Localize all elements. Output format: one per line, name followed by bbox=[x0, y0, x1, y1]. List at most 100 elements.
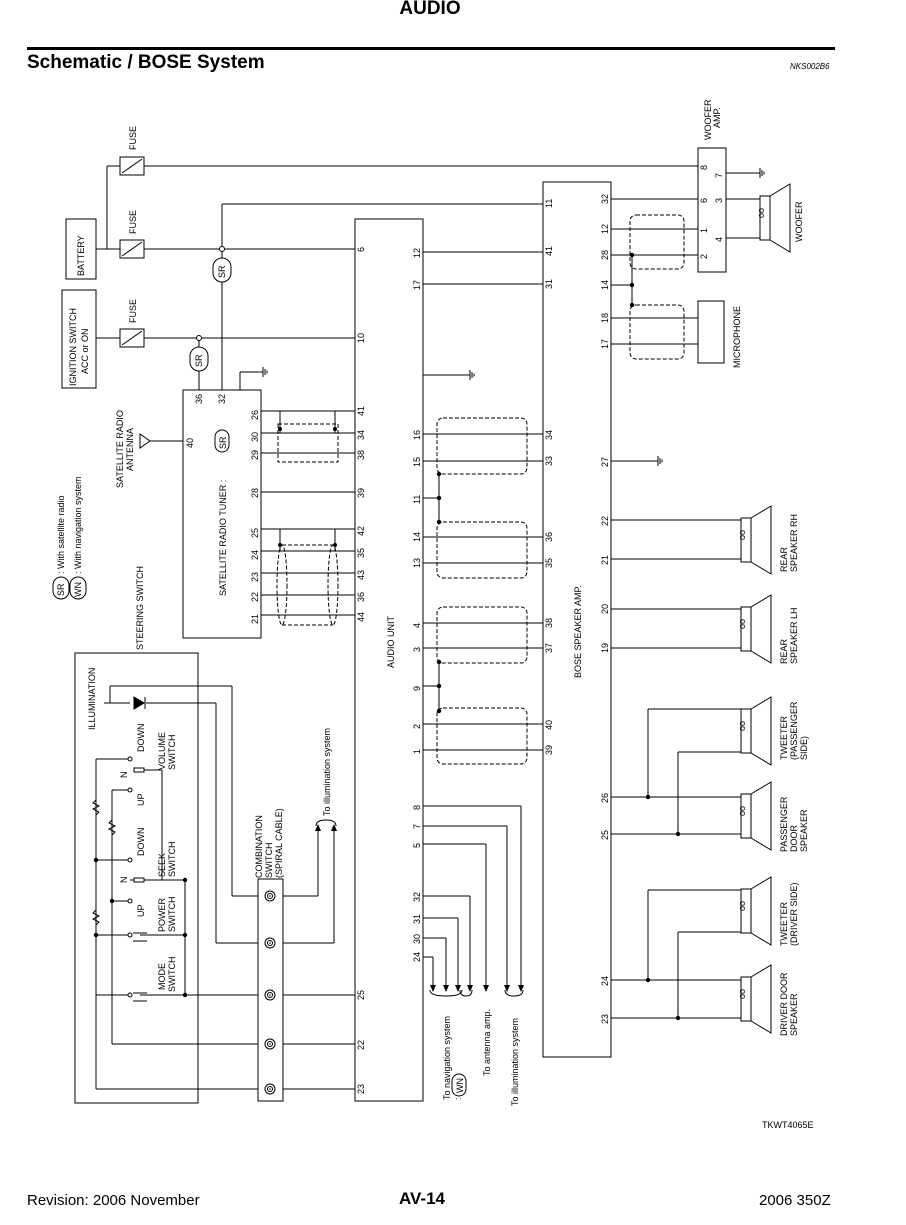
microphone-label: MICROPHONE bbox=[732, 306, 742, 368]
figure-code: TKWT4065E bbox=[762, 1120, 814, 1130]
illumination-label: ILLUMINATION bbox=[87, 668, 97, 730]
legend-sr-text: : With satellite radio bbox=[56, 495, 66, 574]
tweeter-pass-label-2: (PASSENGER bbox=[789, 701, 799, 760]
svg-text:23: 23 bbox=[600, 1014, 610, 1024]
svg-text:13: 13 bbox=[412, 558, 422, 568]
svg-text:32: 32 bbox=[217, 394, 227, 404]
svg-text:43: 43 bbox=[356, 570, 366, 580]
svg-text:16: 16 bbox=[412, 430, 422, 440]
svg-text:31: 31 bbox=[544, 279, 554, 289]
svg-text:28: 28 bbox=[250, 488, 260, 498]
svg-text:34: 34 bbox=[356, 430, 366, 440]
bose-speaker-amp bbox=[542, 181, 612, 1058]
svg-text:30: 30 bbox=[250, 432, 260, 442]
svg-text:39: 39 bbox=[356, 488, 366, 498]
ignition-label-1: IGNITION SWITCH bbox=[68, 308, 78, 386]
svg-text:17: 17 bbox=[412, 280, 422, 290]
svg-text:14: 14 bbox=[600, 280, 610, 290]
svg-text:25: 25 bbox=[600, 830, 610, 840]
svg-text:23: 23 bbox=[250, 572, 260, 582]
svg-text:41: 41 bbox=[544, 246, 554, 256]
svg-text:39: 39 bbox=[544, 745, 554, 755]
svg-text:26: 26 bbox=[250, 410, 260, 420]
svg-text:36: 36 bbox=[544, 532, 554, 542]
rear-rh-label-1: REAR bbox=[779, 546, 789, 572]
pass-door-label-3: SPEAKER bbox=[799, 809, 809, 852]
steering-switch bbox=[74, 652, 199, 1104]
woofer-amp bbox=[697, 147, 727, 273]
combination-label-1: COMBINATION bbox=[254, 815, 264, 878]
rear-speaker-rh bbox=[736, 505, 772, 575]
svg-text:25: 25 bbox=[250, 528, 260, 538]
svg-text:30: 30 bbox=[412, 934, 422, 944]
svg-text:8: 8 bbox=[699, 165, 709, 170]
legend-sr-mark: SR bbox=[56, 583, 66, 596]
tweeter-passenger bbox=[736, 696, 772, 766]
to-illumination-label-2: To illumination system bbox=[510, 1018, 520, 1106]
battery-box bbox=[65, 218, 97, 280]
svg-text:37: 37 bbox=[544, 643, 554, 653]
volume-down-label: DOWN bbox=[136, 724, 146, 753]
svg-text:18: 18 bbox=[600, 313, 610, 323]
svg-text:19: 19 bbox=[600, 643, 610, 653]
svg-text:9: 9 bbox=[412, 686, 422, 691]
svg-text:44: 44 bbox=[356, 612, 366, 622]
svg-text:2: 2 bbox=[699, 254, 709, 259]
mode-label-1: MODE bbox=[157, 963, 167, 990]
svg-text:14: 14 bbox=[412, 532, 422, 542]
pass-door-label-1: PASSENGER bbox=[779, 796, 789, 852]
svg-text:22: 22 bbox=[356, 1040, 366, 1050]
combination-label-3: (SPIRAL CABLE) bbox=[274, 808, 284, 878]
sr-mark-tuner: SR bbox=[218, 436, 228, 449]
page-number: AV-14 bbox=[399, 1189, 445, 1208]
svg-text:6: 6 bbox=[356, 247, 366, 252]
combination-label-2: SWITCH bbox=[264, 843, 274, 879]
svg-text:15: 15 bbox=[412, 457, 422, 467]
svg-text:28: 28 bbox=[600, 250, 610, 260]
svg-text:24: 24 bbox=[250, 550, 260, 560]
tweeter-pass-label-1: TWEETER bbox=[779, 716, 789, 760]
battery-label: BATTERY bbox=[76, 235, 86, 276]
woofer-amp-label-1: WOOFER bbox=[703, 99, 713, 140]
power-label-1: POWER bbox=[157, 897, 167, 932]
tweeter-pass-label-3: SIDE) bbox=[799, 736, 809, 760]
svg-text:7: 7 bbox=[412, 824, 422, 829]
microphone bbox=[697, 300, 725, 364]
svg-text:24: 24 bbox=[412, 952, 422, 962]
to-navigation-colon: : bbox=[453, 1097, 463, 1100]
svg-text:11: 11 bbox=[412, 495, 422, 504]
woofer-speaker bbox=[755, 183, 791, 253]
tweeter-driver bbox=[736, 876, 772, 946]
section-header: AUDIO bbox=[399, 0, 461, 19]
satellite-antenna-label-2: ANTENNA bbox=[125, 428, 135, 471]
pass-door-label-2: DOOR bbox=[789, 824, 799, 852]
svg-text:17: 17 bbox=[600, 339, 610, 349]
audio-unit-label: AUDIO UNIT bbox=[386, 615, 396, 668]
svg-text:23: 23 bbox=[356, 1084, 366, 1094]
fuse-label-3: FUSE bbox=[128, 299, 138, 323]
seek-label-2: SWITCH bbox=[167, 842, 177, 878]
svg-text:31: 31 bbox=[412, 914, 422, 924]
svg-text:25: 25 bbox=[356, 990, 366, 1000]
svg-text:4: 4 bbox=[714, 237, 724, 242]
seek-label-1: SEEK bbox=[157, 853, 167, 877]
rear-rh-label-2: SPEAKER RH bbox=[789, 514, 799, 572]
legend-wn-mark: WN bbox=[73, 582, 83, 597]
svg-text:36: 36 bbox=[194, 394, 204, 404]
woofer-label: WOOFER bbox=[794, 201, 804, 242]
svg-text:38: 38 bbox=[544, 618, 554, 628]
svg-text:34: 34 bbox=[544, 430, 554, 440]
model-footer: 2006 350Z bbox=[759, 1192, 831, 1209]
legend-wn-text: : With navigation system bbox=[73, 476, 83, 574]
seek-up-label: UP bbox=[136, 904, 146, 917]
svg-text:22: 22 bbox=[600, 516, 610, 526]
svg-text:4: 4 bbox=[412, 623, 422, 628]
svg-text:3: 3 bbox=[412, 647, 422, 652]
svg-text:6: 6 bbox=[699, 198, 709, 203]
to-illumination-label-1: To illumination system bbox=[322, 728, 332, 816]
svg-text:2: 2 bbox=[412, 724, 422, 729]
to-antenna-label: To antenna amp. bbox=[482, 1009, 492, 1076]
sr-mark-2: SR bbox=[194, 354, 204, 367]
svg-text:24: 24 bbox=[600, 976, 610, 986]
volume-label-1: VOLUME bbox=[157, 732, 167, 770]
